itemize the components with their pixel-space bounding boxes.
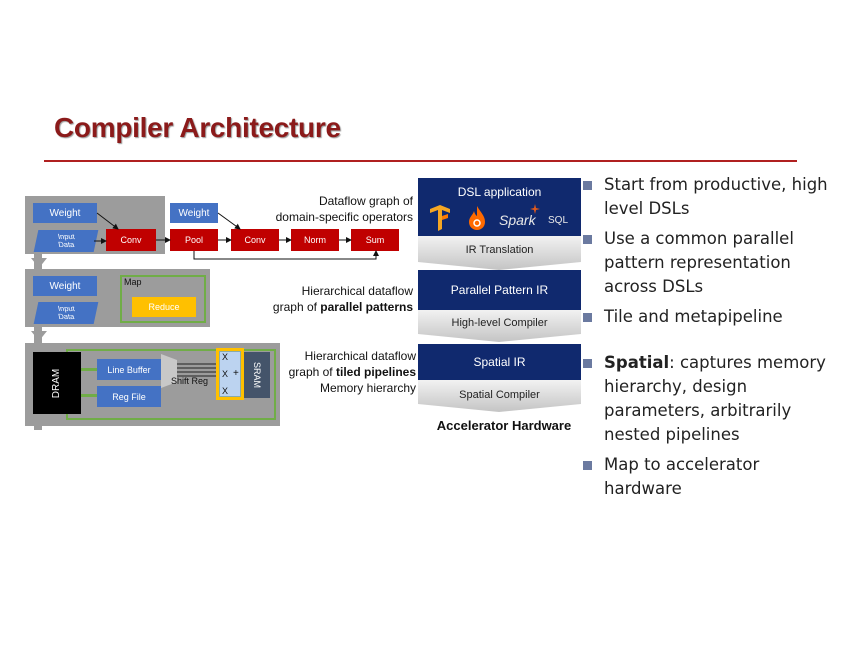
- spatial-ir-box: Spatial IR: [418, 344, 581, 380]
- shift-reg-lines: [161, 354, 217, 388]
- mul-op-1: X: [222, 352, 229, 362]
- bullet-text: Map to accelerator hardware: [604, 455, 760, 498]
- dram-node: DRAM: [33, 352, 81, 414]
- bullet-bold: Spatial: [604, 353, 670, 372]
- sum-node: Sum: [351, 229, 399, 251]
- weight-node-b: Weight: [170, 203, 218, 223]
- page-title: Compiler Architecture: [54, 112, 341, 143]
- label-tiled-line1: Hierarchical dataflow: [304, 349, 416, 363]
- bullet-rest: : captures memory hierarchy, design para…: [604, 353, 826, 444]
- mul-op-3: X: [222, 386, 229, 396]
- label-patterns-pre: graph of: [272, 300, 321, 314]
- spatial-compiler-label: Spatial Compiler: [459, 389, 540, 401]
- parallel-pattern-ir-box: Parallel Pattern IR: [418, 270, 581, 310]
- high-level-compiler-label: High-level Compiler: [451, 317, 548, 329]
- title-rule: [44, 160, 797, 162]
- bullet-item: Tile and metapipeline: [583, 305, 833, 329]
- dsl-application-box: DSL application: [418, 178, 581, 236]
- label-operators: Dataflow graph of domain-specific operat…: [276, 193, 413, 225]
- bullet-text: Spatial: captures memory hierarchy, desi…: [604, 351, 833, 447]
- map-label: Map: [124, 277, 142, 287]
- flame-icon: [469, 206, 485, 230]
- line-buffer-node: Line Buffer: [97, 359, 161, 380]
- shift-reg-label: Shift Reg: [171, 376, 209, 386]
- add-op: +: [233, 368, 239, 379]
- sql-logo: SQL: [548, 215, 569, 226]
- mul-op-2: X: [222, 369, 229, 379]
- bullet-square-icon: [583, 313, 592, 322]
- label-operators-line2: domain-specific operators: [275, 210, 413, 224]
- label-tiled: Hierarchical dataflow graph of tiled pip…: [289, 348, 416, 396]
- compute-grid: [219, 351, 241, 397]
- norm-node: Norm: [291, 229, 339, 251]
- bullet-item: Start from productive, high level DSLs: [583, 173, 833, 221]
- sram-node: SRAM: [244, 352, 270, 398]
- map-pattern-box: [120, 275, 206, 323]
- spark-logo: Spark: [499, 212, 536, 228]
- reduce-node: Reduce: [132, 297, 196, 317]
- bullet-item: Spatial: captures memory hierarchy, desi…: [583, 351, 833, 447]
- weight-node-c: Weight: [33, 276, 97, 296]
- bullet-list: Start from productive, high level DSLs U…: [583, 173, 833, 507]
- down-arrow-1: [31, 258, 47, 268]
- panel-connector: [34, 254, 42, 430]
- bullet-text: Use a common parallel pattern representa…: [604, 229, 794, 296]
- bullet-item: Map to accelerator hardware: [583, 453, 833, 501]
- bullet-square-icon: [583, 181, 592, 190]
- label-tiled-pre: graph of: [288, 365, 336, 379]
- reg-file-node: Reg File: [97, 386, 161, 407]
- dram-link-1: [81, 368, 97, 371]
- ir-translation-label: IR Translation: [465, 244, 534, 256]
- label-operators-line1: Dataflow graph of: [318, 194, 413, 208]
- sram-label: SRAM: [252, 361, 263, 389]
- dram-label: DRAM: [51, 368, 63, 398]
- label-patterns-line1: Hierarchical dataflow: [301, 284, 413, 298]
- bullet-square-icon: [583, 235, 592, 244]
- bullet-text: Tile and metapipeline: [604, 307, 783, 326]
- label-tiled-bold: tiled pipelines: [335, 365, 416, 379]
- down-arrow-2: [31, 331, 47, 341]
- stack-arrows: [418, 236, 581, 412]
- label-tiled-line3: Memory hierarchy: [319, 381, 416, 395]
- tensorflow-icon: [430, 205, 450, 231]
- spark-star-icon: [530, 204, 540, 214]
- label-patterns-bold: parallel patterns: [320, 300, 413, 314]
- bullet-square-icon: [583, 359, 592, 368]
- conv-node-a: Conv: [106, 229, 156, 251]
- bullet-item: Use a common parallel pattern representa…: [583, 227, 833, 299]
- pool-node: Pool: [170, 229, 218, 251]
- bullet-text: Start from productive, high level DSLs: [604, 175, 828, 218]
- accelerator-hardware-label: Accelerator Hardware: [436, 418, 572, 433]
- weight-node-a: Weight: [33, 203, 97, 223]
- label-patterns: Hierarchical dataflow graph of parallel …: [273, 283, 413, 315]
- dram-link-2: [81, 394, 97, 397]
- dsl-application-label: DSL application: [457, 185, 542, 199]
- input-data-label-2: Data: [57, 312, 75, 321]
- bullet-square-icon: [583, 461, 592, 470]
- conv-node-b: Conv: [231, 229, 279, 251]
